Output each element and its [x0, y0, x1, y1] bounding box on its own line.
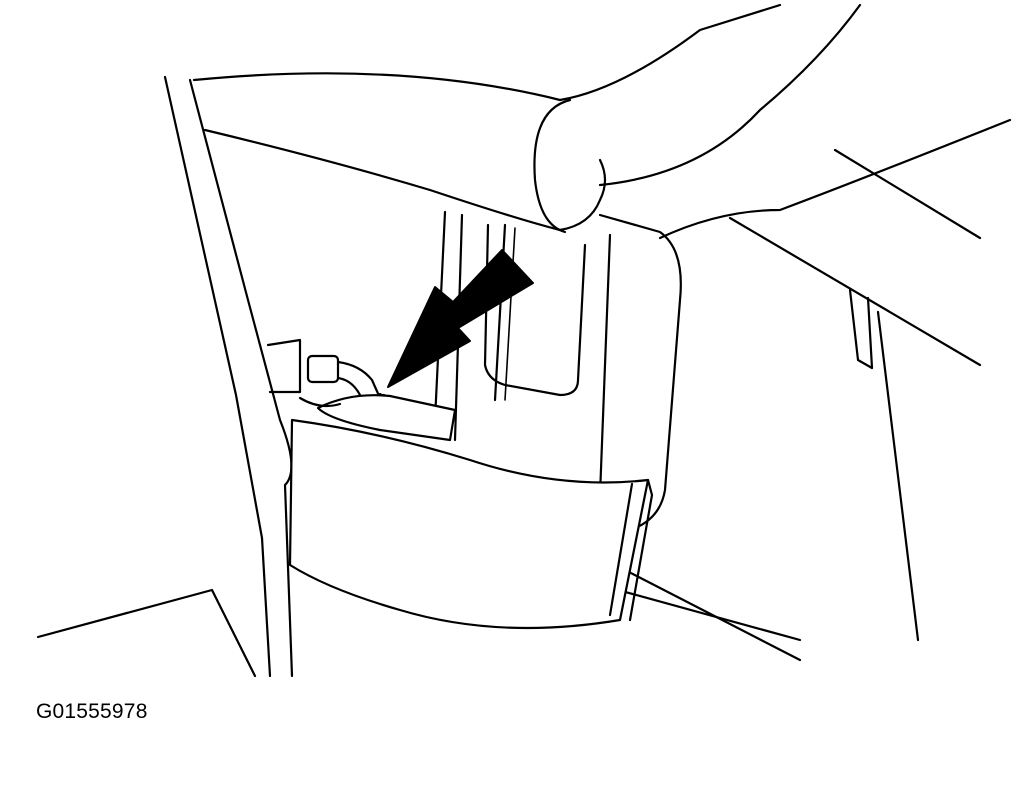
callout-arrow	[387, 249, 534, 388]
upper-trim	[192, 3, 1012, 240]
pillar	[163, 75, 294, 678]
right-panel	[616, 148, 982, 662]
floor-lines	[36, 588, 257, 678]
figure-id-label: G01555978	[36, 700, 148, 723]
front-bracket	[288, 418, 654, 630]
connector-harness	[266, 338, 457, 442]
